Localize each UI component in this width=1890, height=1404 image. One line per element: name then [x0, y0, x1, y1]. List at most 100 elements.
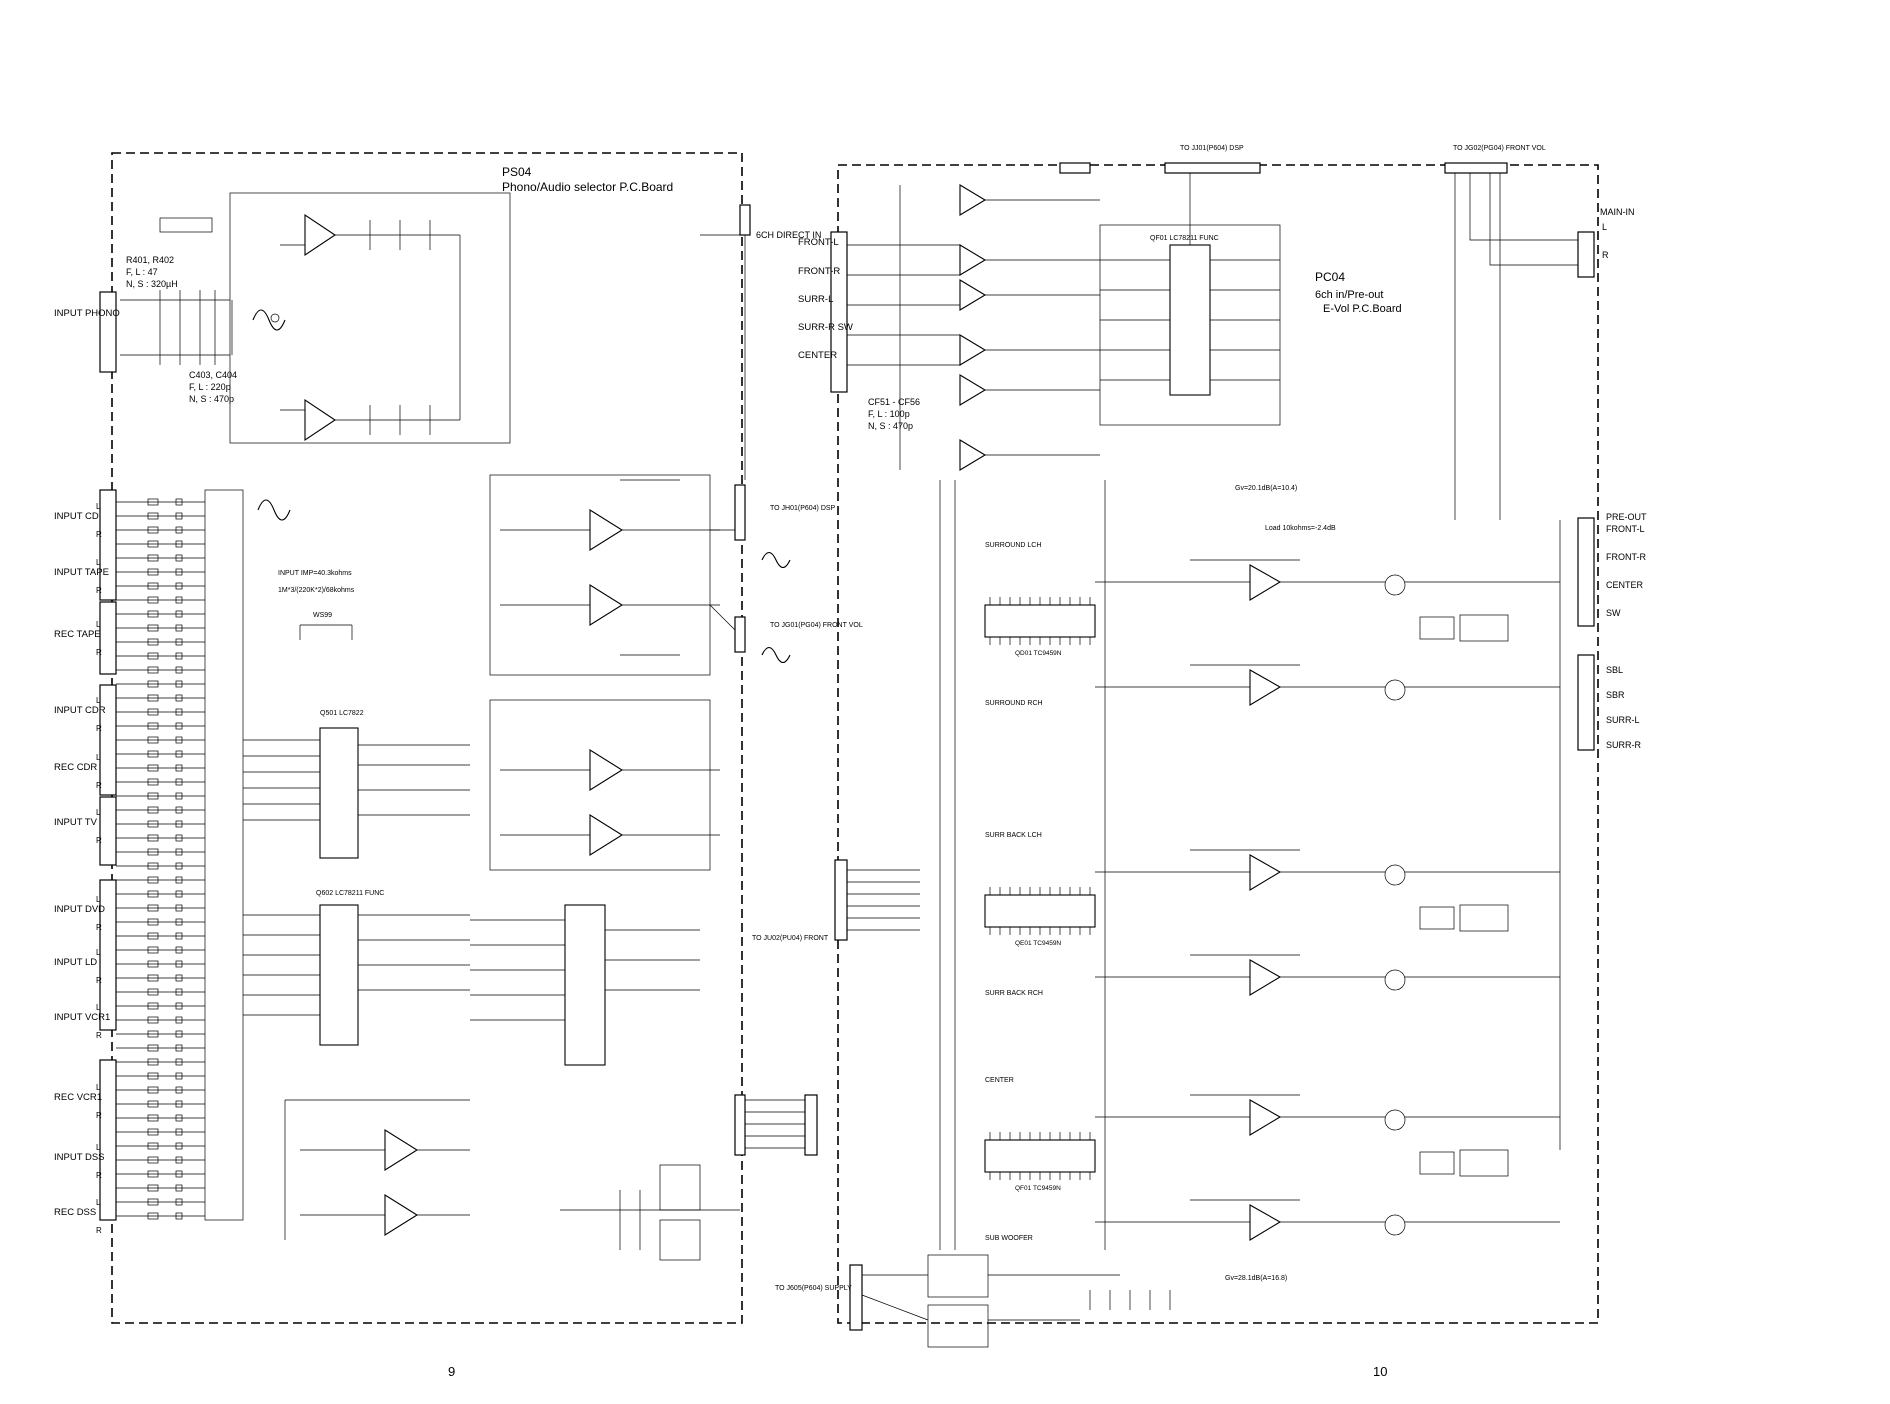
gain-note-3: Gv=28.1dB(A=16.8) — [1225, 1275, 1287, 1282]
pc04-board-desc-2: E-Vol P.C.Board — [1323, 303, 1402, 315]
input-resistor — [147, 862, 159, 870]
input-l-mark: L — [96, 808, 101, 817]
input-resistor — [147, 722, 159, 730]
input-r-mark: R — [96, 781, 102, 790]
input-capacitor — [175, 1044, 183, 1052]
dsp-opamp-1 — [589, 509, 624, 551]
input-label-vcr1: INPUT VCR1 — [54, 1012, 110, 1023]
func-ic-wiring — [243, 914, 470, 1016]
input-capacitor — [175, 1184, 183, 1192]
input-resistor — [147, 1086, 159, 1094]
input-capacitor — [175, 876, 183, 884]
jf52-connector — [1059, 162, 1091, 174]
input-resistor — [147, 1016, 159, 1024]
input-capacitor — [175, 554, 183, 562]
pc04-board-name: PC04 — [1315, 270, 1345, 284]
input-l-mark: L — [96, 502, 101, 511]
gain-opamp — [1249, 564, 1282, 601]
input-resistor — [147, 792, 159, 800]
phono-opamp-l — [304, 213, 336, 257]
phono-note-6: N, S : 470p — [189, 394, 234, 404]
front-vol-conn-label: TO JG02(PG04) FRONT VOL — [1453, 145, 1546, 152]
input-resistor — [147, 1142, 159, 1150]
func-ic-qf01 — [1169, 244, 1211, 396]
input-r-mark: R — [96, 586, 102, 595]
input-capacitor — [175, 750, 183, 758]
page-number-right: 10 — [1373, 1364, 1388, 1379]
jj01-connector — [1164, 162, 1261, 174]
input-resistor — [147, 554, 159, 562]
surr-out-ch-2: SURR-L — [1606, 715, 1640, 725]
input-l-mark: L — [96, 696, 101, 705]
mid-amp-wiring — [500, 769, 720, 836]
input-capacitor — [175, 974, 183, 982]
input-capacitor — [175, 1142, 183, 1150]
phono-note-5: F, L : 220p — [189, 382, 231, 392]
front-link-wiring — [745, 1099, 805, 1149]
mid-ic — [564, 904, 606, 1066]
input-resistor — [147, 820, 159, 828]
sine-symbol-3 — [761, 646, 791, 664]
input-label-ld: INPUT LD — [54, 957, 97, 968]
input-r-mark: R — [96, 530, 102, 539]
input-capacitor — [175, 806, 183, 814]
main-in-label: MAIN-IN — [1600, 207, 1635, 217]
input-resistor — [147, 904, 159, 912]
input-capacitor — [175, 736, 183, 744]
input-resistor — [147, 1100, 159, 1108]
surr-out-jack — [1577, 654, 1595, 751]
switch-symbol — [299, 624, 353, 640]
six-ch-input-0: FRONT-L — [798, 237, 839, 248]
input-capacitor — [175, 638, 183, 646]
gain-stage-trace — [1095, 1199, 1560, 1223]
input-label-dss: INPUT DSS — [54, 1152, 105, 1163]
input-capacitor — [175, 1072, 183, 1080]
input-capacitor — [175, 988, 183, 996]
input-l-mark: L — [96, 1083, 101, 1092]
cd-tape-jack — [99, 489, 117, 601]
cf-note-3: N, S : 470p — [868, 421, 913, 431]
input-resistor — [147, 960, 159, 968]
input-capacitor — [175, 652, 183, 660]
input-label-rec-dss: REC DSS — [54, 1207, 96, 1218]
gain-note-2: Load 10kohms=-2.4dB — [1265, 525, 1336, 532]
six-ch-input-4: CENTER — [798, 350, 837, 361]
evol-ic-label: QD01 TC9459N — [1015, 650, 1062, 657]
input-capacitor — [175, 1170, 183, 1178]
input-resistor — [147, 638, 159, 646]
gain-opamp — [1249, 1099, 1282, 1136]
input-l-mark: L — [96, 948, 101, 957]
input-capacitor — [175, 918, 183, 926]
input-capacitor — [175, 526, 183, 534]
channel-block-label: SURROUND LCH — [985, 542, 1041, 549]
input-capacitor — [175, 764, 183, 772]
input-label-rec-tape: REC TAPE — [54, 629, 101, 640]
cf-note-2: F, L : 100p — [868, 409, 910, 419]
channel-block-label-2: SUB WOOFER — [985, 1235, 1033, 1242]
input-bus-block — [204, 489, 244, 1221]
input-resistor — [147, 1030, 159, 1038]
input-resistor — [147, 834, 159, 842]
jf81-connector — [834, 859, 848, 941]
output-transistor — [1384, 969, 1406, 991]
input-r-mark: R — [96, 724, 102, 733]
func-ic-q602 — [319, 904, 359, 1046]
gain-stage-trace — [1095, 664, 1560, 688]
sine-symbol-2 — [761, 551, 791, 569]
selector-ic-wiring — [243, 739, 470, 821]
input-resistor — [147, 568, 159, 576]
input-resistor — [147, 694, 159, 702]
gain-stage-trace — [1095, 954, 1560, 978]
input-resistor — [147, 736, 159, 744]
tv-jack — [99, 796, 117, 866]
relay-driver — [1459, 1149, 1509, 1177]
input-resistor — [147, 974, 159, 982]
six-ch-input-1: FRONT-R — [798, 266, 840, 277]
input-resistor — [147, 778, 159, 786]
output-relay — [1419, 906, 1455, 930]
input-r-mark: R — [96, 976, 102, 985]
